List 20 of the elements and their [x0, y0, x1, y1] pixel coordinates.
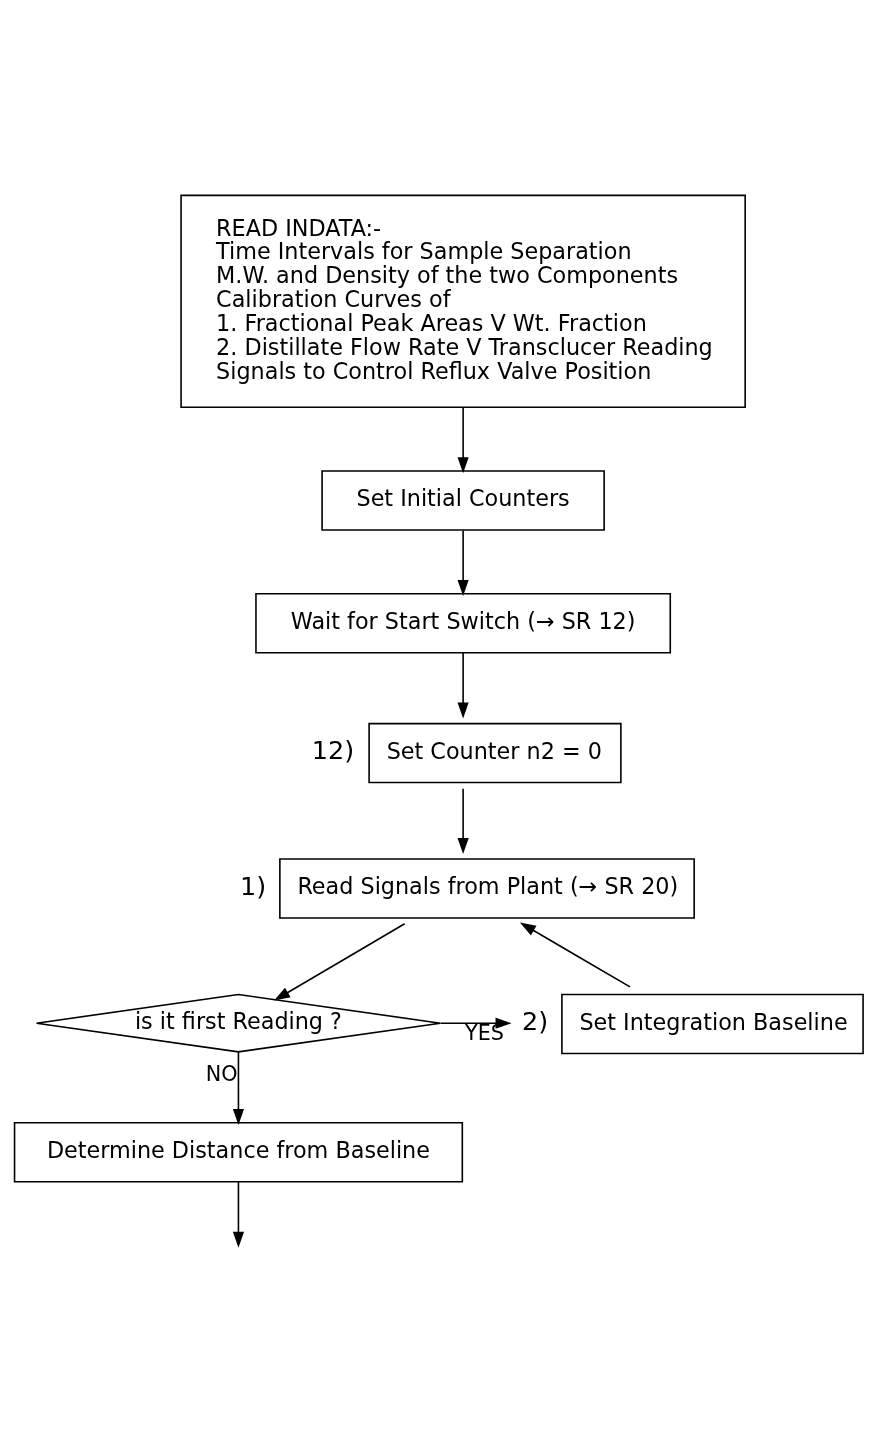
arrow — [274, 922, 406, 1001]
arrow — [457, 529, 469, 596]
node-box: Set Initial Counters — [321, 469, 605, 531]
arrow — [519, 922, 631, 988]
arrow — [457, 651, 469, 718]
node-box: READ INDATA:- Time Intervals for Sample Separation M.W. and Density of the two Components Calibration Curves of 1. Fractional Peak Areas V Wt. Fraction 2. Distillate Flow Rate V Transclucer Reading Signals to Control Reflux Valve Position — [180, 194, 746, 408]
arrow — [457, 787, 469, 854]
arrow — [232, 1180, 244, 1248]
node-box: Read Signals from Plant (→ SR 20) — [279, 857, 695, 919]
node-diamond: is it first Reading ? — [35, 993, 442, 1053]
arrow — [232, 1050, 244, 1125]
node-box: Wait for Start Switch (→ SR 12) — [255, 592, 672, 653]
arrow — [457, 406, 469, 473]
node-label: 1) — [240, 870, 267, 901]
node-box: Set Counter n2 = 0 — [368, 722, 622, 783]
node-label: 12) — [311, 734, 355, 765]
edge-label: NO — [205, 1061, 238, 1086]
node-label: 2) — [522, 1005, 549, 1036]
node-box: Set Integration Baseline — [561, 993, 864, 1054]
node-box: Determine Distance from Baseline — [13, 1121, 464, 1183]
